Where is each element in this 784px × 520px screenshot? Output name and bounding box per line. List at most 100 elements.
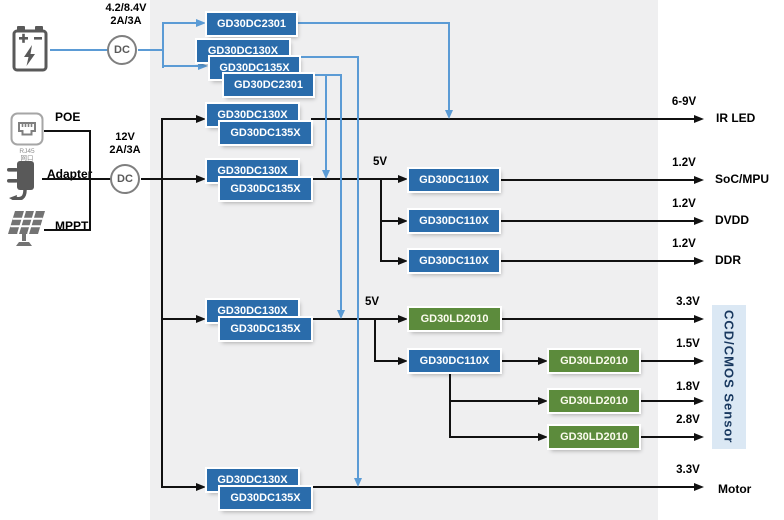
chip-pair3-gd30dc135x: GD30DC135X	[220, 318, 311, 340]
voltage-label-soc: 1.2V	[672, 157, 696, 169]
branch-1v8-line	[449, 400, 538, 402]
poe-label: POE	[55, 110, 81, 124]
ccd-5v-label: 5V	[364, 296, 380, 308]
arrowhead	[398, 315, 408, 323]
chip-pair3-gd30dc130x: GD30DC130X	[207, 300, 298, 322]
arrowhead	[694, 217, 704, 225]
branch-2v8-line	[449, 436, 538, 438]
chip-dvdd-gd30dc110x: GD30DC110X	[409, 210, 499, 232]
dc-converter-circle-battery: DC	[107, 35, 137, 65]
rail-branch-4	[162, 486, 196, 488]
arrowhead	[694, 115, 704, 123]
voltage-label-1v8: 1.8V	[676, 381, 700, 393]
sensor-3v3-rail	[500, 318, 694, 320]
rail-branch-3	[162, 318, 196, 320]
arrowhead	[694, 315, 704, 323]
voltage-label-dvdd: 1.2V	[672, 198, 696, 210]
arrowhead	[198, 62, 208, 70]
battery-to-dc-line	[50, 49, 108, 51]
dc130x-feedback-v	[357, 56, 359, 479]
adapter-line	[42, 178, 112, 180]
chip-pair2-gd30dc130x: GD30DC130X	[207, 160, 298, 182]
arrowhead	[196, 115, 206, 123]
voltage-label-ir: 6-9V	[671, 96, 697, 108]
arrowhead	[196, 175, 206, 183]
target-label-soc-mpu: SoC/MPU	[715, 172, 769, 186]
ir-led-rail	[311, 118, 694, 120]
dc110x-to-ld2010-line	[500, 360, 538, 362]
chip-pair4-gd30dc135x: GD30DC135X	[220, 487, 311, 509]
arrowhead	[196, 483, 206, 491]
battery-branch-top-line	[162, 22, 198, 24]
adapter-label: Adapter	[47, 167, 93, 181]
arrowhead	[694, 397, 704, 405]
dc-converter-circle-mains: DC	[110, 164, 140, 194]
arrowhead-down	[445, 110, 453, 119]
chip-sensor-gd30ld2010-1v8: GD30LD2010	[549, 390, 639, 412]
solar-panel-icon	[8, 210, 45, 246]
sensor-2v8-rail	[639, 436, 694, 438]
chip-soc-gd30dc110x: GD30DC110X	[409, 169, 499, 191]
chip-sensor-gd30ld2010-3v3: GD30LD2010	[409, 308, 500, 330]
voltage-label-motor: 3.3V	[676, 464, 700, 476]
rj45-caption: RJ45 网口	[19, 148, 35, 162]
arrowhead	[538, 433, 548, 441]
target-label-ddr: DDR	[715, 253, 741, 267]
poe-line	[44, 130, 91, 132]
dc110x-drop-line	[449, 372, 451, 438]
chip-pair2-gd30dc135x: GD30DC135X	[220, 178, 311, 200]
rail-branch-2	[162, 178, 196, 180]
sensor-1v8-rail	[639, 400, 694, 402]
chip-gd30dc2301: GD30DC2301	[207, 13, 296, 35]
soc-bus-branch-ddr	[380, 260, 398, 262]
chip-sensor-gd30dc110x: GD30DC110X	[409, 350, 500, 372]
source-merge-line	[89, 130, 91, 231]
motor-rail	[311, 486, 694, 488]
chip-gd30dc135x: GD30DC135X	[210, 57, 299, 79]
mains-dc-out-line	[141, 178, 163, 180]
arrowhead-down	[322, 170, 330, 179]
soc-out-rail	[499, 179, 694, 181]
soc-5v-label: 5V	[372, 156, 388, 168]
chip-gd30dc2301-b: GD30DC2301	[224, 74, 313, 96]
rj45-icon	[10, 112, 44, 146]
ddr-out-rail	[499, 260, 694, 262]
arrowhead	[538, 357, 548, 365]
chip-gd30dc130x: GD30DC130X	[197, 40, 289, 62]
sensor-1v5-rail	[639, 360, 694, 362]
target-label-motor: Motor	[718, 482, 752, 496]
dc2301b-feedback-h	[314, 74, 342, 76]
ccd-bus-drop	[374, 319, 376, 362]
arrowhead	[398, 357, 408, 365]
soc-bus-branch-dvdd	[380, 220, 398, 222]
arrowhead	[694, 176, 704, 184]
voltage-label-3v3: 3.3V	[676, 296, 700, 308]
chip-sensor-gd30ld2010-2v8: GD30LD2010	[549, 426, 639, 448]
arrowhead	[196, 19, 206, 27]
arrowhead	[196, 315, 206, 323]
soc-5v-bus	[311, 178, 398, 180]
chip-ddr-gd30dc110x: GD30DC110X	[409, 250, 499, 272]
arrowhead	[694, 433, 704, 441]
arrowhead	[694, 483, 704, 491]
dc2301b-feedback-v2	[340, 74, 342, 311]
ccd-5v-bus	[311, 318, 398, 320]
arrowhead	[538, 397, 548, 405]
rail-branch-1	[162, 118, 196, 120]
arrowhead	[398, 175, 408, 183]
arrowhead-down	[337, 310, 345, 319]
chip-pair1-gd30dc135x: GD30DC135X	[220, 122, 311, 144]
power-adapter-icon	[7, 161, 34, 200]
voltage-label-ddr: 1.2V	[672, 238, 696, 250]
target-label-dvdd: DVDD	[715, 213, 750, 227]
voltage-label-1v5: 1.5V	[676, 338, 700, 350]
battery-branch-bottom-line	[162, 65, 200, 67]
arrowhead	[694, 357, 704, 365]
dc2301b-feedback-v1	[325, 74, 327, 171]
voltage-label-2v8: 2.8V	[676, 414, 700, 426]
chip-pair4-gd30dc130x: GD30DC130X	[207, 469, 298, 491]
battery-dc-out-line	[138, 49, 164, 51]
arrowhead	[398, 217, 408, 225]
dc2301-feedback-v	[448, 22, 450, 112]
